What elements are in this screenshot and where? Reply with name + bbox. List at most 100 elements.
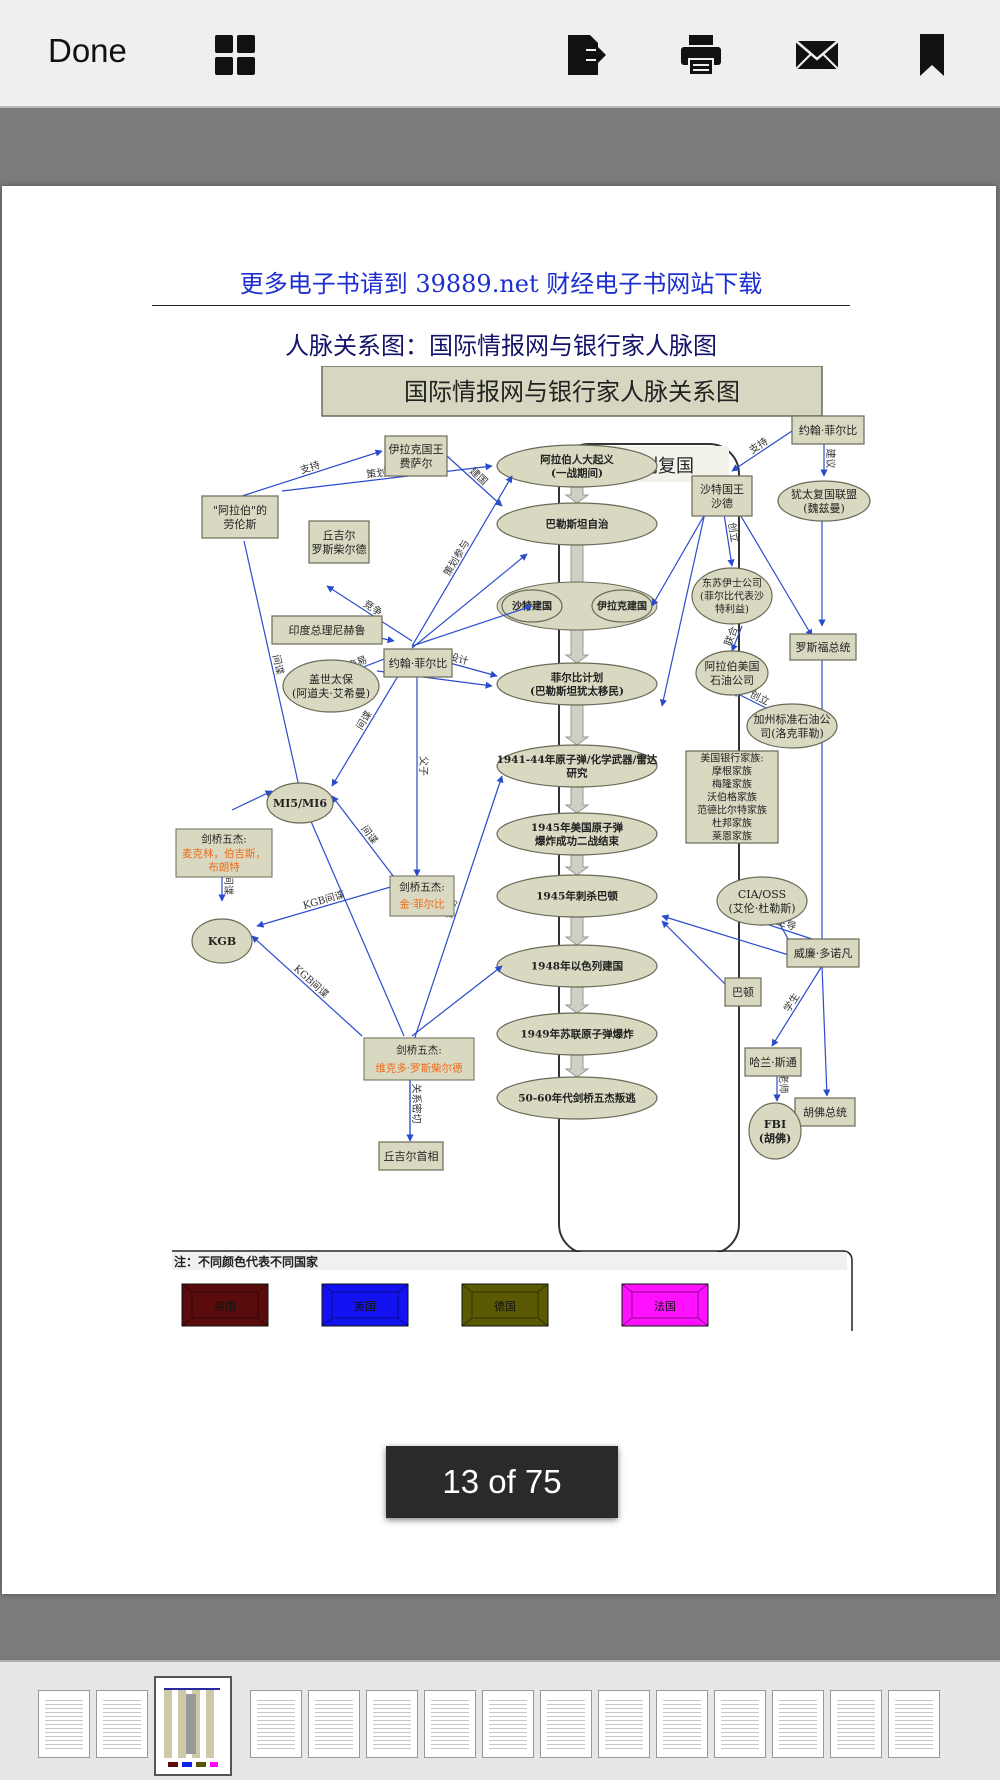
socal-node-text: 特利益) (715, 603, 749, 616)
print-icon[interactable] (679, 33, 723, 77)
thumbnail-strip[interactable] (0, 1660, 1000, 1780)
cia-node: CIA/OSS(艾伦·杜勒斯) (716, 876, 808, 926)
relation-edge (659, 480, 713, 707)
iraq-founding-event: 伊拉克建国 (591, 589, 653, 623)
banking-families-node-text: 美国银行家族: (700, 752, 763, 765)
export-icon[interactable] (564, 33, 608, 77)
page-title: 人脉关系图：国际情报网与银行家人脉图 (285, 332, 717, 360)
thumbnail-page[interactable] (250, 1690, 302, 1758)
thumbnail-text-lines (605, 1697, 643, 1751)
timeline-event-text: 巴勒斯坦自治 (546, 518, 609, 531)
cia-node-text: CIA/OSS (738, 888, 786, 901)
cambridge-five-a-names-text: 麦克林，伯吉斯， (182, 847, 266, 860)
thumbnail-page[interactable] (38, 1690, 90, 1758)
timeline-event: 50-60年代剑桥五杰叛逃 (496, 1076, 658, 1120)
aramco-node-text: 阿拉伯美国 (705, 659, 760, 673)
churchill-pm-node-text: 丘吉尔首相 (384, 1149, 439, 1163)
relation-edge (731, 500, 813, 637)
page-counter: 13 of 75 (386, 1446, 618, 1518)
edge-label: 创立 (725, 522, 741, 544)
churchill-rothschild-node-text: 罗斯柴尔德 (312, 542, 367, 556)
relation-edge (411, 604, 533, 647)
banking-families-node-text: 摩根家族 (712, 765, 752, 778)
thumbnail-text-lines (663, 1697, 701, 1751)
fdr-node-text: 罗斯福总统 (796, 640, 851, 654)
mail-icon[interactable] (795, 33, 839, 77)
thumbnail-diagram-preview (164, 1688, 220, 1758)
banking-families-node-text: 范德比尔特家族 (697, 804, 767, 817)
timeline-event: 巴勒斯坦自治 (496, 502, 658, 546)
nehru-node-text: 印度总理尼赫鲁 (289, 623, 366, 637)
thumbnail-page[interactable] (598, 1690, 650, 1758)
timeline-event-text: 1941-44年原子弹/化学武器/雷达 (497, 753, 658, 766)
legend-swatches: 英国美国德国法国 (181, 1283, 709, 1327)
done-button[interactable]: Done (48, 32, 127, 69)
cambridge-five-a-names-text: 布朗特 (208, 861, 240, 873)
legend-label: 德国 (494, 1299, 516, 1313)
thumbnail-page[interactable] (424, 1690, 476, 1758)
fbi-node: FBI(胡佛) (748, 1102, 802, 1160)
thumbnail-current-page[interactable] (154, 1676, 232, 1776)
thumbnail-text-lines (837, 1697, 875, 1751)
thumbnail-text-lines (547, 1697, 585, 1751)
iraq-founding-event-text: 伊拉克建国 (596, 600, 647, 613)
cambridge-five-b-text: 剑桥五杰: (399, 881, 445, 894)
diagram-nodes: 伊拉克国王费萨尔"阿拉伯"的劳伦斯丘吉尔罗斯柴尔德印度总理尼赫鲁约翰·菲尔比盖世… (175, 415, 871, 1171)
banking-families-node-text: 杜邦家族 (712, 817, 752, 830)
thumbnail-page[interactable] (772, 1690, 824, 1758)
hoover-president-node-text: 胡佛总统 (803, 1105, 847, 1119)
relation-edge: 学生 (771, 965, 823, 1047)
thumbnail-page[interactable] (830, 1690, 882, 1758)
thumbnail-page[interactable] (888, 1690, 940, 1758)
edge-label: 父子 (417, 756, 429, 776)
legend-label: 美国 (354, 1300, 376, 1313)
aramco-node-text: 石油公司 (710, 673, 754, 687)
thumbnail-page[interactable] (540, 1690, 592, 1758)
edge-label: 间谍 (358, 823, 380, 847)
timeline-event-text: 50-60年代剑桥五杰叛逃 (518, 1092, 636, 1105)
thumbnail-text-lines (431, 1697, 469, 1751)
jewish-league-node-text: 犹太复国联盟 (791, 487, 857, 501)
thumbnail-page[interactable] (308, 1690, 360, 1758)
thumbnail-page[interactable] (714, 1690, 766, 1758)
donovan-node: 威廉·多诺凡 (786, 938, 860, 968)
saudi-king-node-text: 沙特国王 (700, 482, 744, 496)
legend-border (172, 1250, 853, 1331)
legend-swatch: 美国 (321, 1283, 409, 1327)
document-viewer[interactable]: 更多电子书请到 39889.net 财经电子书网站下载 人脉关系图：国际情报网与… (0, 108, 1000, 1658)
nehru-node: 印度总理尼赫鲁 (271, 615, 383, 645)
eichmann-node-text: (阿道夫·艾希曼) (292, 686, 370, 700)
edge-label: KGB间谍 (291, 962, 331, 1000)
lawrence-node-text: 劳伦斯 (224, 517, 257, 531)
thumbnail-page[interactable] (482, 1690, 534, 1758)
iraq-king-node-text: 伊拉克国王 (389, 442, 444, 456)
mi5-node: MI5/MI6 (266, 782, 334, 824)
iraq-king-node-text: 费萨尔 (400, 457, 433, 470)
timeline-arrow (564, 916, 590, 946)
thumbnail-page[interactable] (656, 1690, 708, 1758)
edge-label: 建议 (824, 449, 837, 469)
thumbnail-text-lines (45, 1697, 83, 1751)
timeline-event: 1949年苏联原子弹爆炸 (496, 1012, 658, 1056)
timeline-event-text: 菲尔比计划 (551, 671, 604, 684)
thumbnail-text-lines (373, 1697, 411, 1751)
fdr-node: 罗斯福总统 (789, 633, 857, 661)
grid-view-icon[interactable] (213, 33, 257, 77)
thumbnail-page[interactable] (96, 1690, 148, 1758)
john-philby-right-node: 约翰·菲尔比 (791, 415, 865, 445)
relationship-diagram: 国际情报网与银行家人脉关系图 以色列复国 阿拉伯人大起义(一战期间)巴勒斯坦自治… (172, 366, 871, 1331)
legend-swatch: 德国 (461, 1283, 549, 1327)
banking-families-node-text: 梅隆家族 (712, 778, 752, 791)
bookmark-icon[interactable] (910, 33, 954, 77)
legend-label: 英国 (214, 1299, 236, 1313)
thumbnail-page[interactable] (366, 1690, 418, 1758)
jewish-league-node: 犹太复国联盟(魏兹曼) (777, 480, 871, 522)
churchill-pm-node: 丘吉尔首相 (378, 1141, 444, 1171)
fbi-node-text: (胡佛) (759, 1131, 791, 1145)
relation-edge: 支持 (731, 430, 793, 472)
edge-label: 间谍 (270, 653, 287, 675)
